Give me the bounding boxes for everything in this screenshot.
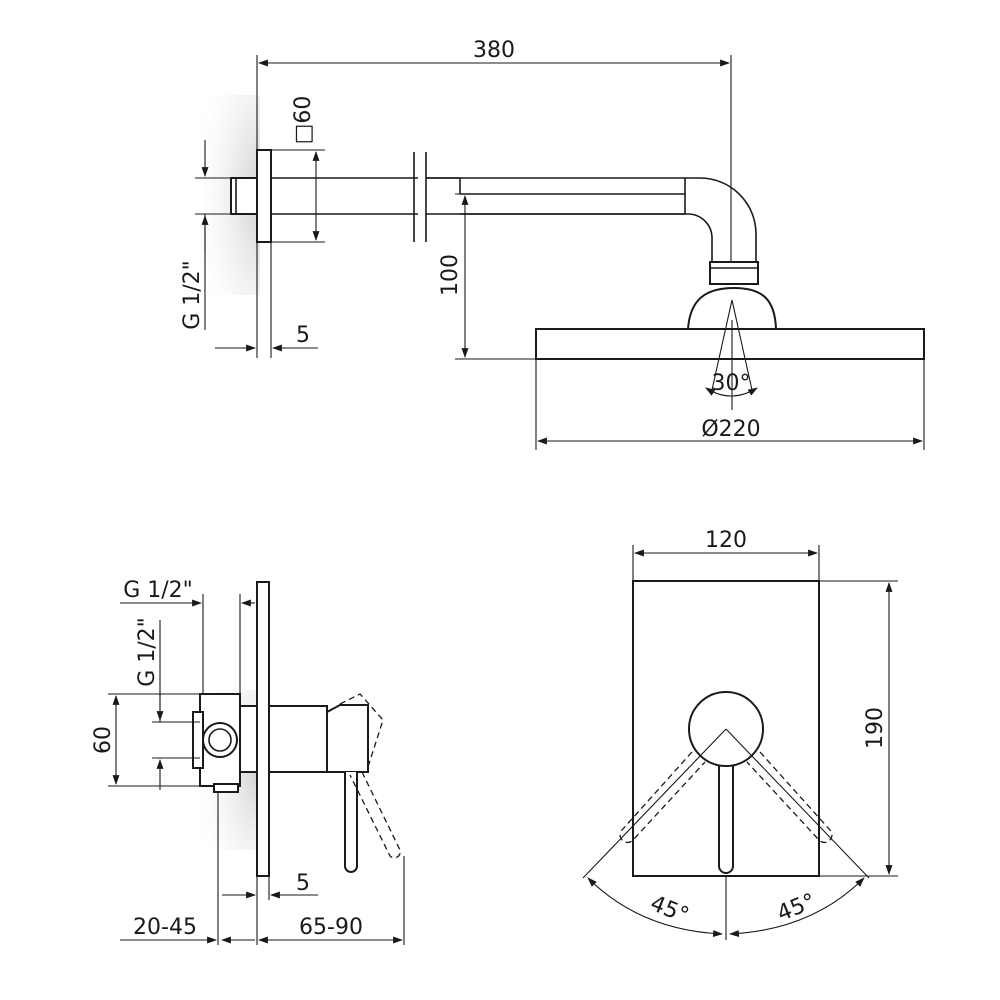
break-symbol (413, 152, 427, 242)
wall-flange (256, 149, 272, 243)
dim-angle-right-arc (729, 877, 865, 938)
handle-lever (344, 772, 358, 873)
dim-angle-right-label: 45° (774, 889, 820, 927)
lever (718, 760, 734, 874)
dim-angle-arc (705, 387, 758, 397)
dim-angle-left-arc (587, 877, 723, 938)
dim-thread-side-label: G 1/2" (135, 617, 160, 687)
handle-base (326, 704, 369, 773)
dim-angle-left-label: 45° (647, 891, 693, 929)
dim-thread-label: G 1/2" (180, 260, 205, 330)
wall-plate (256, 581, 270, 877)
arm-bend-inner (426, 213, 713, 262)
valve-outlet-circle (202, 722, 238, 758)
dim-head-diameter-label: Ø220 (701, 417, 760, 442)
ball-joint (686, 286, 778, 330)
cartridge-housing (268, 705, 328, 773)
arm-tube-right (460, 193, 685, 215)
arm-tube-left (271, 177, 418, 215)
lever-alt-left (619, 751, 706, 844)
dim-projection-label: 65-90 (299, 915, 363, 940)
dim-square-label: □60 (291, 96, 316, 145)
arm-bend-outer (426, 177, 757, 262)
dim-thread-top-label: G 1/2" (123, 578, 193, 603)
threaded-connector (230, 177, 258, 215)
shower-arm-view: 380 □60 G 1/2" 5 100 30° Ø220 (180, 38, 925, 450)
lever-alt-right (746, 751, 833, 844)
dim-height-label: 60 (91, 726, 116, 754)
dim-height-front-label: 190 (863, 707, 888, 749)
dim-angle-label: 30° (712, 371, 751, 396)
dim-wall-gap-label: 5 (296, 323, 310, 348)
dim-arm-length-label: 380 (473, 38, 515, 63)
lever-alt-position (339, 693, 401, 859)
dim-width-label: 120 (705, 528, 747, 553)
dim-depth-label: 20-45 (133, 915, 197, 940)
valve-front-view: 120 190 45° 45° (582, 528, 898, 940)
dim-wall-gap-valve-label: 5 (296, 871, 310, 896)
valve-side-view: G 1/2" G 1/2" 60 5 20-45 65-90 (91, 578, 405, 945)
arm-nut (709, 261, 759, 285)
dim-drop-label: 100 (438, 254, 463, 296)
shower-head (535, 328, 925, 360)
